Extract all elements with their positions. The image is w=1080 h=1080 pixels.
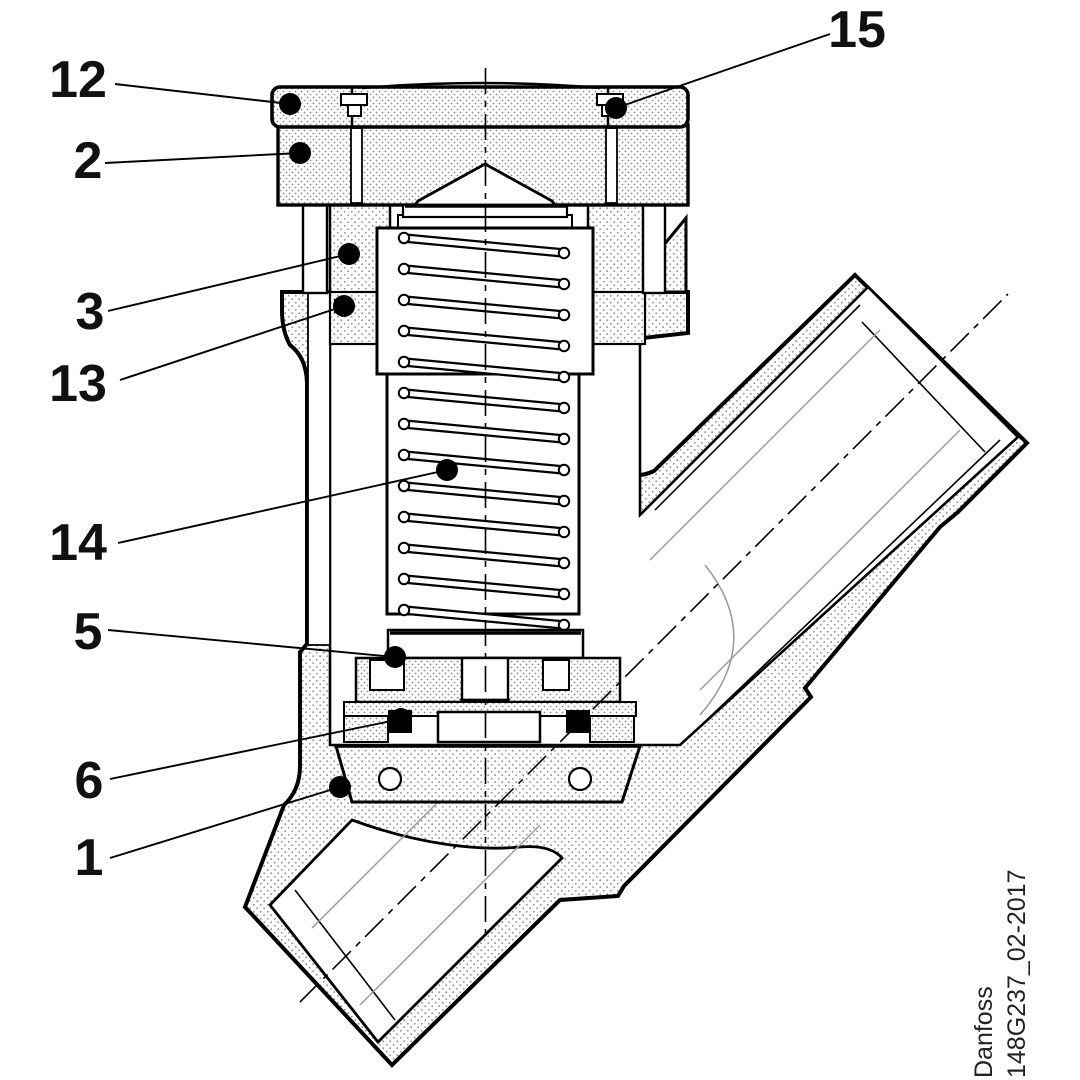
callout-label-1: 1 — [75, 829, 104, 887]
callout-15: 15 — [605, 1, 886, 119]
centerlines — [299, 68, 1009, 1003]
title-block: Danfoss 148G237_02-2017 — [970, 869, 1031, 1078]
doc-number-text: 148G237_02-2017 — [1003, 869, 1031, 1078]
leader-dot — [333, 295, 355, 317]
callout-1: 1 — [75, 776, 351, 887]
seat-ring — [334, 744, 643, 804]
leader-line — [107, 629, 396, 658]
leader-line — [104, 152, 301, 164]
leader-dot — [279, 93, 301, 115]
leader-dot — [338, 243, 360, 265]
callout-label-14: 14 — [49, 514, 107, 572]
callout-14: 14 — [49, 459, 458, 572]
callout-label-3: 3 — [76, 283, 105, 341]
callout-2: 2 — [74, 132, 311, 190]
leader-line — [114, 83, 291, 105]
leader-line — [117, 469, 448, 544]
leader-dot — [329, 776, 351, 798]
port-axis-centerline — [299, 293, 1009, 1003]
leader-line — [107, 253, 350, 312]
callout-label-6: 6 — [75, 752, 104, 810]
callout-3: 3 — [76, 243, 360, 341]
leader-dot — [384, 646, 406, 668]
leader-dot — [605, 97, 627, 119]
leader-dot — [436, 459, 458, 481]
callout-label-15: 15 — [828, 1, 886, 59]
stud-left — [301, 203, 329, 295]
valve-disc — [436, 710, 542, 744]
callout-12: 12 — [49, 51, 301, 115]
callouts: 12 2 3 13 14 5 6 1 15 — [49, 1, 886, 887]
leader-line — [109, 786, 341, 859]
cap-slot-left — [340, 93, 368, 106]
seat-screw-right — [567, 766, 593, 792]
bonnet — [276, 123, 690, 219]
callout-label-13: 13 — [49, 355, 107, 413]
callout-5: 5 — [74, 603, 406, 668]
inlet-bore — [268, 801, 564, 1045]
callout-6: 6 — [75, 708, 412, 810]
leader-line — [615, 33, 831, 109]
poppet-assembly — [343, 628, 637, 744]
seal-right-6 — [566, 710, 590, 733]
leader-dot — [390, 708, 412, 730]
callout-13: 13 — [49, 295, 355, 413]
stud-right — [641, 203, 667, 295]
brand-text: Danfoss — [970, 986, 998, 1078]
callout-label-12: 12 — [49, 51, 107, 109]
callout-label-2: 2 — [74, 132, 103, 190]
callout-label-5: 5 — [74, 603, 103, 661]
leader-line — [109, 718, 402, 780]
seat-screw-left — [377, 766, 403, 792]
leader-line — [119, 305, 345, 381]
leader-dot — [289, 142, 311, 164]
left-clearance-slot — [307, 291, 331, 646]
